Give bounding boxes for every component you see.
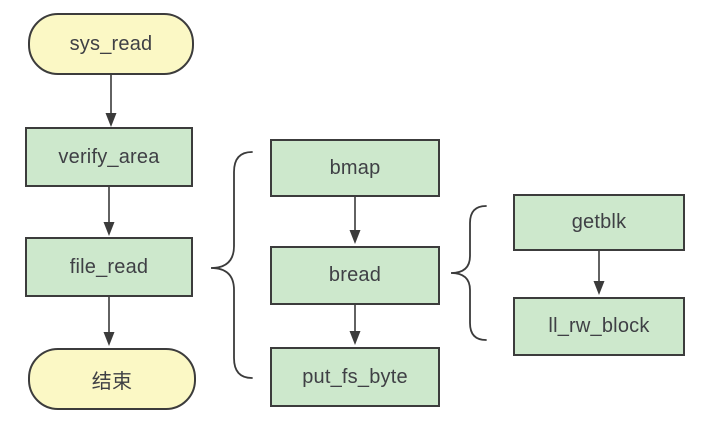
arrow-verify-area-to-file-read xyxy=(103,187,115,236)
arrow-sys-read-to-verify-area xyxy=(105,75,117,127)
brace-bread-group xyxy=(450,205,487,341)
node-file-read: file_read xyxy=(25,237,193,297)
arrow-getblk-to-ll-rw-block xyxy=(593,251,605,295)
brace-file-read-group xyxy=(210,151,253,379)
node-getblk: getblk xyxy=(513,194,685,251)
node-bread: bread xyxy=(270,246,440,305)
node-file-read-label: file_read xyxy=(69,255,149,278)
node-bmap-label: bmap xyxy=(329,156,381,179)
node-put-fs-byte: put_fs_byte xyxy=(270,347,440,407)
node-bmap: bmap xyxy=(270,139,440,197)
arrow-bread-to-put-fs-byte xyxy=(349,305,361,345)
node-sys-read: sys_read xyxy=(28,13,194,75)
node-put-fs-byte-label: put_fs_byte xyxy=(302,365,408,388)
node-verify-area: verify_area xyxy=(25,127,193,187)
node-end-label: 结束 xyxy=(91,370,133,393)
arrow-file-read-to-end xyxy=(103,297,115,346)
node-ll-rw-block: ll_rw_block xyxy=(513,297,685,356)
node-ll-rw-block-label: ll_rw_block xyxy=(548,315,650,337)
node-sys-read-label: sys_read xyxy=(69,32,153,55)
arrow-bmap-to-bread xyxy=(349,197,361,244)
node-getblk-label: getblk xyxy=(571,211,627,233)
node-bread-label: bread xyxy=(328,264,382,286)
node-end: 结束 xyxy=(28,348,196,410)
node-verify-area-label: verify_area xyxy=(58,145,160,168)
